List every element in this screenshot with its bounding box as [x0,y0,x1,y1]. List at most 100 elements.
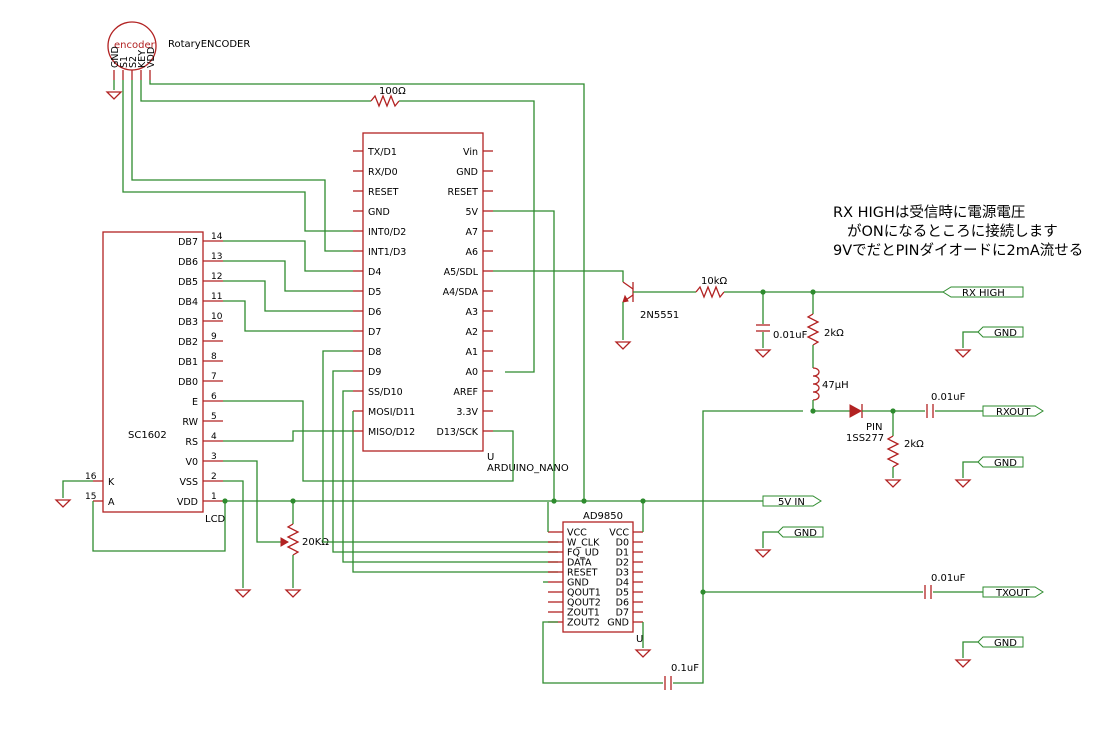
arduino-nano: TX/D1RX/D0RESETGNDINT0/D2INT1/D3D4D5D6D7… [353,132,569,474]
lcd-left-pin-number: 15 [85,492,96,502]
lcd-right-pin-label: RW [182,417,198,428]
arduino-right-pin-label: D13/SCK [437,427,479,438]
note: RX HIGHは受信時に電源電圧 がONになるところに接続します 9VでだとPI… [833,204,1083,259]
arduino-right-pin-label: A1 [465,347,478,358]
ad9850-left-pin-label: QOUT2 [567,598,601,609]
inductor-label: 47μH [822,380,849,391]
lcd-right-pin-label: VDD [177,497,198,508]
arduino-right-pin-label: 3.3V [456,407,478,418]
encoder-pin-s1: S1 [119,56,130,68]
ad9850-right-pin-label: D1 [616,548,629,559]
ad9850-left-pin-label: DATA [567,558,592,569]
ad9850-right-pin-label: D7 [616,608,629,619]
ad9850-right-pin-label: D6 [616,598,629,609]
arduino-ref: U [487,452,494,463]
ad9850-right-pin-label: D4 [616,578,629,589]
lcd-right-pin-label: DB5 [178,277,198,288]
lcd-right-pin-label: VSS [179,477,198,488]
lcd-right-pin-number: 6 [211,392,217,402]
arduino-left-pin-label: MISO/D12 [368,427,415,438]
lcd-right-pin-label: DB2 [178,337,198,348]
transistor-2n5551: 2N5551 [622,281,679,321]
port-rxout-label: RXOUT [996,407,1031,418]
lcd-left-pin-number: 16 [85,472,97,482]
resistor-100-label: 100Ω [379,86,406,97]
ad9850-right-pin-label: D0 [616,538,629,549]
ad9850-right-pin-label: D3 [616,568,629,579]
encoder-name: RotaryENCODER [168,39,250,50]
pot-label: 20KΩ [302,537,329,548]
port-rxout [982,405,1044,417]
ad9850: VCCW_CLKFQ_UDDATARESETGNDQOUT1QOUT2ZOUT1… [548,511,643,645]
lcd-right-pin-number: 8 [211,352,217,362]
gnd-port-3-label: GND [794,528,817,539]
lcd-right-pin-number: 2 [211,472,217,482]
ad9850-left-pin-label: QOUT1 [567,588,601,599]
arduino-left-pin-label: INT1/D3 [368,247,406,258]
diode-part-label: 1SS277 [846,433,884,444]
resistor-2k-a-label: 2kΩ [824,328,844,339]
gnd-port-4: GND [954,636,1024,668]
pin-diode [849,404,863,418]
arduino-left-pin-label: GND [368,207,390,218]
cap-01-label: 0.1uF [671,663,699,674]
diode-type-label: PIN [866,422,882,433]
ad9850-left-pin-label: VCC [567,528,587,539]
arduino-right-pin-label: A3 [465,307,478,318]
lcd-right-pin-label: V0 [185,457,198,468]
encoder-pin-vdd: VDD [146,47,157,68]
gnd-port-1: GND [954,326,1024,358]
lcd-k-ground [54,499,72,508]
arduino-right-pin-label: Vin [463,147,478,158]
arduino-left-pin-label: TX/D1 [367,147,397,158]
ad9850-ref: U [636,634,643,645]
ad9850-left-pin-label: GND [567,578,589,589]
ad9850-right-pin-label: VCC [609,528,629,539]
port-rx-high [942,286,1024,298]
arduino-right-pin-label: GND [456,167,478,178]
lcd-right-pin-number: 9 [211,332,217,342]
arduino-left-pin-label: INT0/D2 [368,227,406,238]
cap-001-c-label: 0.01uF [931,573,966,584]
arduino-right-pin-label: A5/SDL [444,267,479,278]
lcd-left-pin-label: A [108,497,115,508]
gnd-port-2: GND [954,456,1024,488]
arduino-left-pin-label: D4 [368,267,381,278]
port-txout [982,586,1044,598]
lcd-right-pin-label: DB7 [178,237,198,248]
lcd-right-pin-number: 5 [211,412,217,422]
ad9850-right-pin-label: D5 [616,588,629,599]
arduino-left-pin-label: MOSI/D11 [368,407,415,418]
transistor-label: 2N5551 [640,310,679,321]
arduino-left-pin-label: D9 [368,367,381,378]
pot-ground [284,589,302,598]
lcd-right-pin-number: 10 [211,312,223,322]
arduino-name: ARDUINO_NANO [487,463,569,474]
capacitor-0.01uF-a [756,324,770,332]
lcd-right-pin-number: 14 [211,232,223,242]
note-line-1: RX HIGHは受信時に電源電圧 [833,204,1025,221]
cap-a-ground [754,349,772,358]
arduino-right-pin-label: 5V [465,207,478,218]
arduino-left-pin-label: D8 [368,347,381,358]
lcd-right-pin-label: DB0 [178,377,198,388]
ad9850-right-pin-label: GND [607,618,629,629]
transistor-ground [614,341,632,350]
lcd-right-pin-label: DB1 [178,357,198,368]
lcd-right-pin-number: 13 [211,252,222,262]
arduino-left-pin-label: RESET [368,187,399,198]
lcd-right-pin-label: RS [185,437,198,448]
r2k-b-ground [884,479,902,488]
ad9850-left-pin-label: ZOUT2 [567,618,600,629]
capacitor-0.1uF [664,676,672,690]
port-txout-label: TXOUT [995,588,1031,599]
lcd-ref: LCD [205,514,226,525]
arduino-right-pin-label: RESET [448,187,479,198]
arduino-left-pin-label: D5 [368,287,381,298]
lcd-right-pin-number: 1 [211,492,217,502]
lcd-right-pin-label: DB4 [178,297,198,308]
inductor-47uH [812,367,820,401]
encoder-pin-s2: S2 [128,56,139,68]
ad9850-left-pin-label: W_CLK [567,538,600,549]
